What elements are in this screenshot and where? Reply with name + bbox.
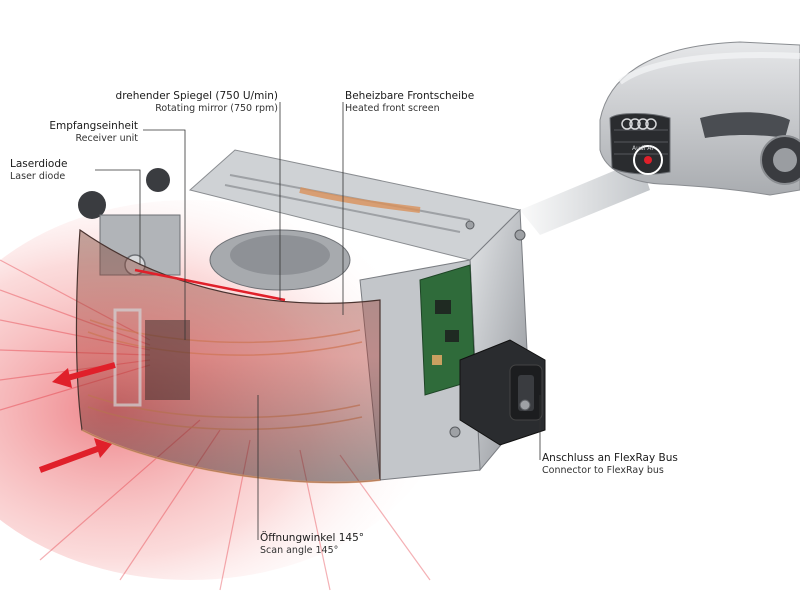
audi-rings-logo (621, 118, 657, 130)
connection-beam (520, 160, 650, 235)
leader-laser-diode (95, 169, 141, 265)
label-connector-en: Connector to FlexRay bus (542, 465, 664, 477)
leader-lines (95, 102, 541, 540)
received-beam-arrow (38, 438, 112, 473)
car-badge-text: Audi AI (632, 145, 653, 152)
mounting-post (146, 168, 170, 192)
lidar-sensor (75, 149, 546, 484)
label-heated-screen-de: Beheizbare Frontscheibe (345, 90, 475, 102)
screw (449, 426, 461, 438)
label-laser-diode-en: Laser diode (10, 171, 66, 183)
label-rotating-mirror-de: drehender Spiegel (750 U/min) (115, 90, 278, 102)
leader-receiver-unit (143, 129, 186, 340)
label-heated-screen: Beheizbare Frontscheibe Heated front scr… (345, 90, 474, 115)
screw (514, 229, 526, 241)
label-receiver-unit: Empfangseinheit Receiver unit (49, 120, 138, 145)
label-heated-screen-en: Heated front screen (345, 103, 440, 115)
label-connector-de: Anschluss an FlexRay Bus (542, 452, 678, 464)
label-scan-angle-en: Scan angle 145° (260, 545, 339, 557)
label-rotating-mirror: drehender Spiegel (750 U/min) Rotating m… (116, 90, 278, 115)
flexray-connector (459, 339, 546, 446)
label-scan-angle-de: Öffnungwinkel 145° (260, 532, 365, 544)
emitted-beam-arrow (52, 362, 116, 388)
internal-laser-beam (134, 268, 286, 302)
label-scan-angle: Öffnungwinkel 145° Scan angle 145° (260, 532, 364, 557)
label-laser-diode: Laserdiode Laser diode (10, 158, 67, 183)
label-receiver-unit-de: Empfangseinheit (49, 120, 138, 132)
label-laser-diode-de: Laserdiode (10, 158, 68, 170)
label-receiver-unit-en: Receiver unit (75, 133, 138, 145)
screw (519, 399, 531, 411)
label-connector: Anschluss an FlexRay Bus Connector to Fl… (542, 452, 678, 477)
lidar-mount-highlight (633, 145, 663, 175)
screw (465, 220, 475, 230)
mounting-post (78, 191, 106, 219)
audi-car-front: Audi AI (599, 41, 800, 196)
label-rotating-mirror-en: Rotating mirror (750 rpm) (155, 103, 278, 115)
